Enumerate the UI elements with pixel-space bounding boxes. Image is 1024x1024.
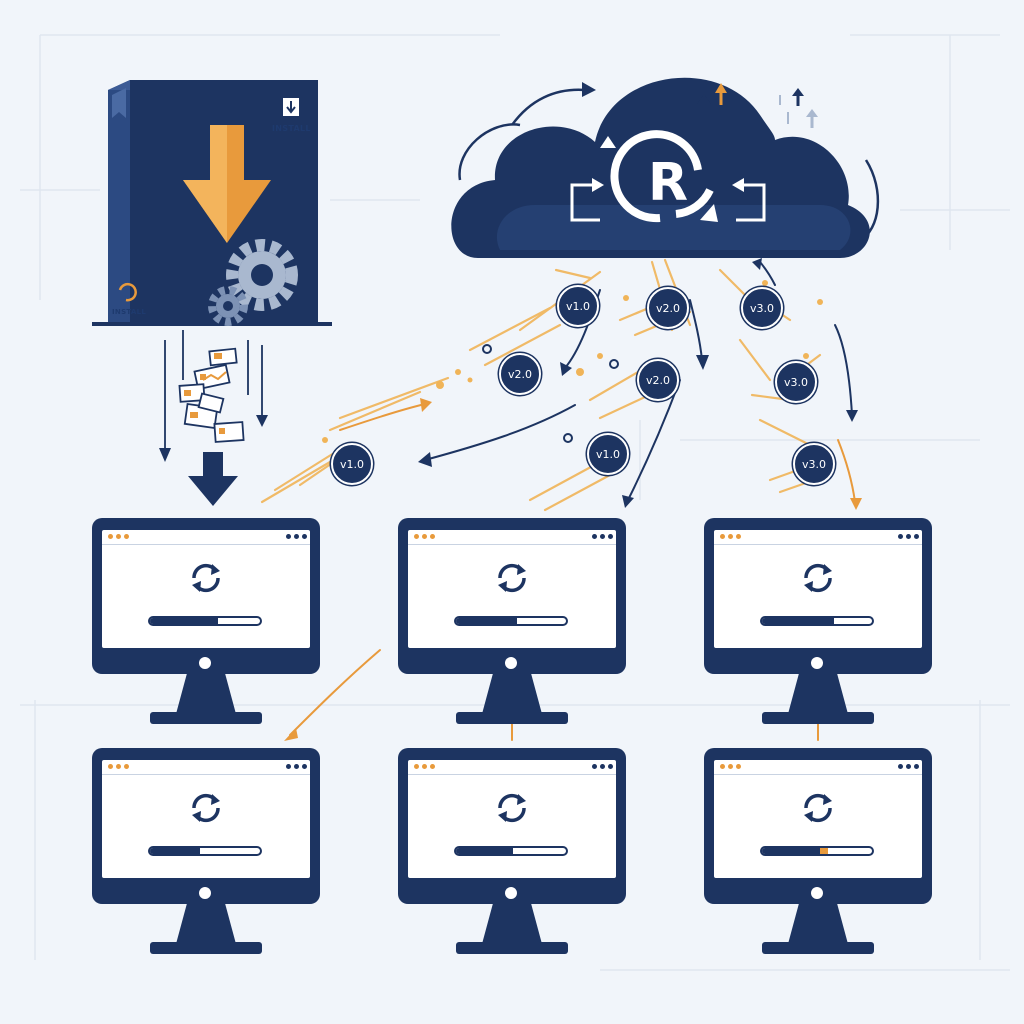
version-badge: v1.0 — [587, 433, 629, 475]
power-indicator — [505, 887, 517, 899]
version-badge: v1.0 — [557, 285, 599, 327]
client-monitor — [704, 518, 932, 730]
gear-icon — [208, 239, 298, 326]
monitor-stand — [482, 674, 542, 714]
progress-fill — [762, 618, 834, 624]
progress-bar — [760, 616, 874, 626]
sync-icon — [498, 793, 526, 823]
window-titlebar — [408, 530, 616, 545]
cloud-server: R — [451, 77, 880, 258]
window-titlebar — [102, 760, 310, 775]
sync-icon — [192, 563, 220, 593]
window-titlebar — [714, 530, 922, 545]
install-label: INSTALL — [272, 124, 311, 133]
sync-icon — [192, 793, 220, 823]
sync-icon — [804, 563, 832, 593]
refresh-icon — [118, 283, 137, 302]
window-titlebar — [714, 760, 922, 775]
cloud-logo: R — [600, 130, 718, 223]
client-monitor — [92, 748, 320, 960]
window-titlebar — [102, 530, 310, 545]
download-arrow-icon — [183, 125, 271, 243]
sync-icon — [498, 563, 526, 593]
progress-bar — [148, 616, 262, 626]
cloud-logo-letter: R — [648, 153, 688, 213]
cloud-refresh-arrow-icon — [510, 82, 596, 126]
window-titlebar — [408, 760, 616, 775]
small-download-icon — [286, 101, 296, 114]
power-indicator — [811, 657, 823, 669]
monitor-base — [762, 942, 874, 954]
monitor-base — [150, 942, 262, 954]
monitor-base — [456, 942, 568, 954]
progress-bar — [148, 846, 262, 856]
progress-fill — [150, 848, 200, 854]
progress-fill — [456, 618, 517, 624]
progress-fill — [456, 848, 514, 854]
version-badge: v1.0 — [331, 443, 373, 485]
monitor-base — [456, 712, 568, 724]
client-monitor — [704, 748, 932, 960]
progress-bar — [760, 846, 874, 856]
monitor-stand — [482, 904, 542, 944]
sync-bracket-icon — [570, 178, 766, 222]
client-monitor — [398, 518, 626, 730]
version-badge: v3.0 — [741, 287, 783, 329]
install-bottom-label: INSTALL — [112, 308, 147, 316]
progress-bar — [454, 616, 568, 626]
progress-bar — [454, 846, 568, 856]
version-badge: v3.0 — [775, 361, 817, 403]
version-badge: v2.0 — [499, 353, 541, 395]
falling-documents — [159, 330, 268, 506]
progress-fill — [762, 848, 828, 854]
power-indicator — [199, 657, 211, 669]
progress-fill — [150, 618, 219, 624]
power-indicator — [811, 887, 823, 899]
install-box — [92, 80, 332, 326]
sync-icon — [804, 793, 832, 823]
monitor-stand — [176, 904, 236, 944]
monitor-stand — [788, 904, 848, 944]
version-badge: v3.0 — [793, 443, 835, 485]
version-badge: v2.0 — [637, 359, 679, 401]
power-indicator — [505, 657, 517, 669]
monitor-stand — [788, 674, 848, 714]
version-badge: v2.0 — [647, 287, 689, 329]
monitor-stand — [176, 674, 236, 714]
monitor-base — [762, 712, 874, 724]
upload-arrow-icon — [697, 83, 818, 128]
monitor-base — [150, 712, 262, 724]
client-monitor — [92, 518, 320, 730]
power-indicator — [199, 887, 211, 899]
client-monitor — [398, 748, 626, 960]
